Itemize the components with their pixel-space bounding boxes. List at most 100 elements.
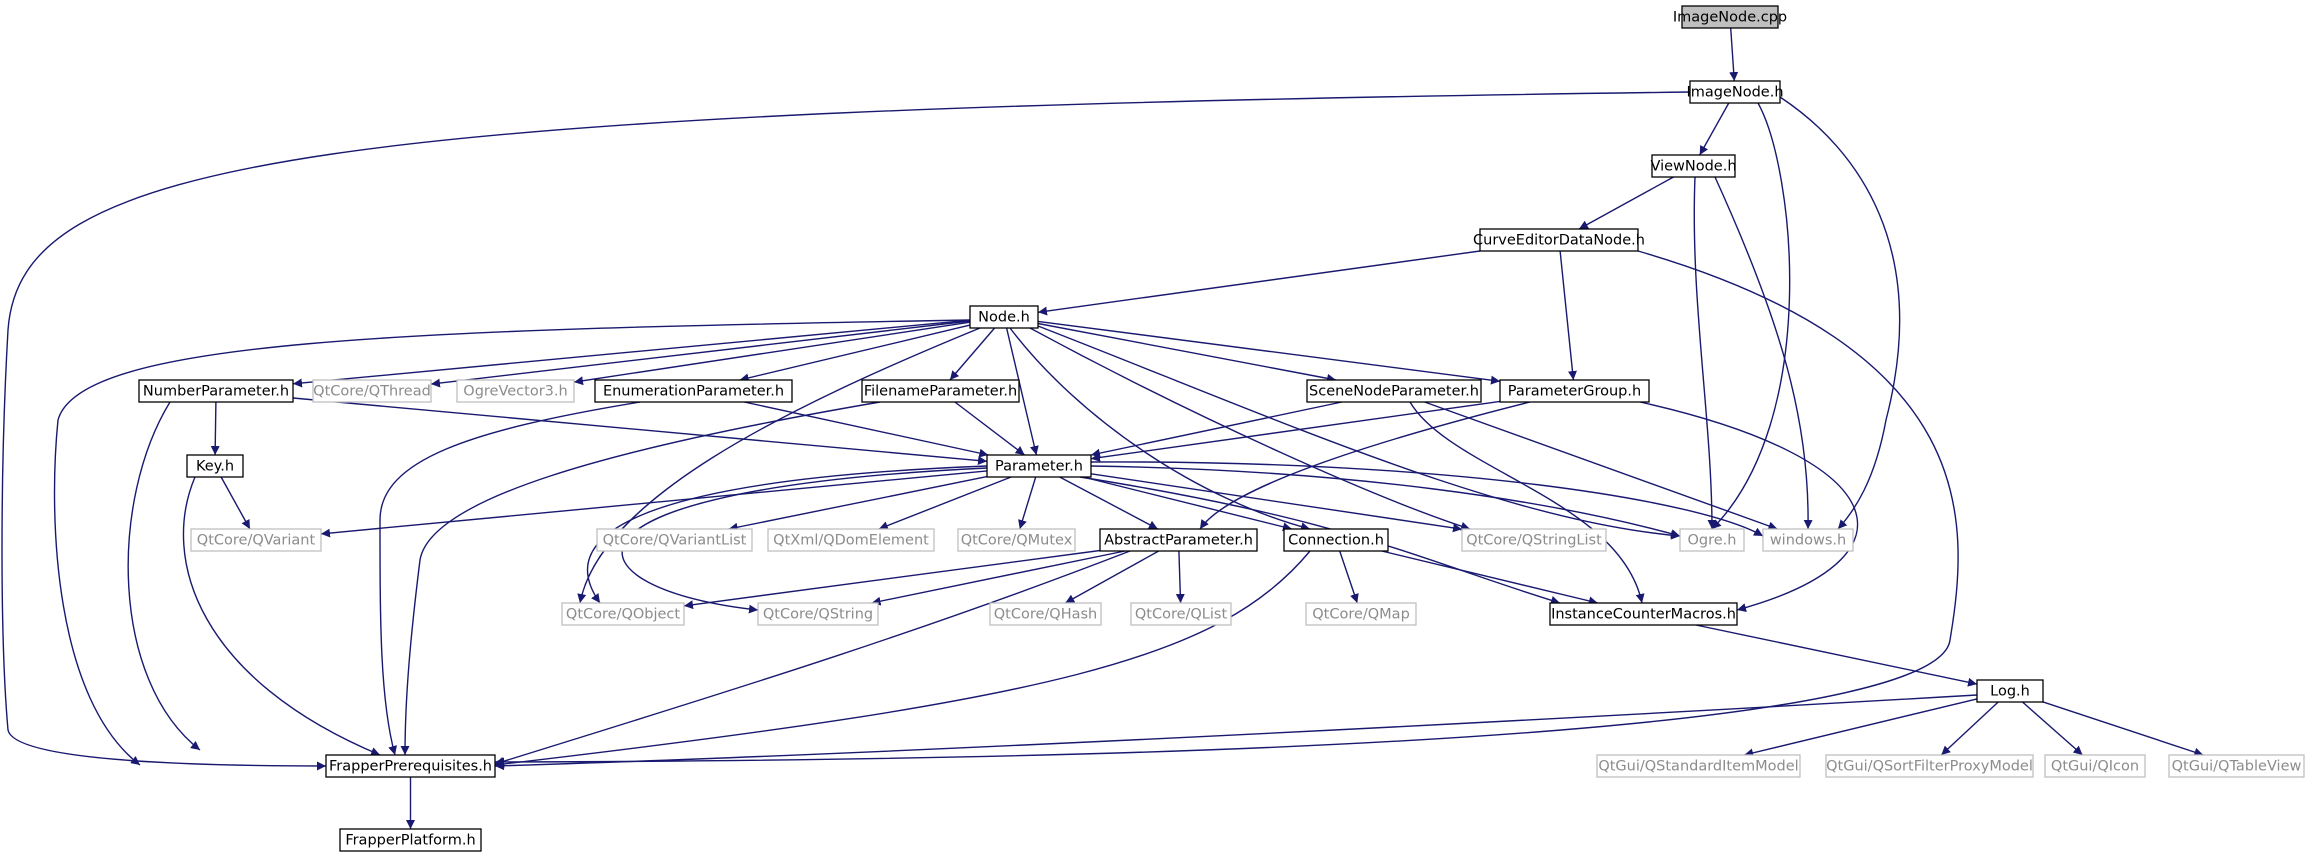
node-label: QtCore/QObject (566, 607, 680, 623)
node-qtgui-qsortfilterproxymodel[interactable]: QtGui/QSortFilterProxyModel (1825, 754, 2034, 778)
node-imagenode-h[interactable]: ImageNode.h (1686, 80, 1784, 104)
node-ogrevector3-h[interactable]: OgreVector3.h (456, 379, 575, 403)
edge-parameter-h-to-qtcore-qvariantlist (728, 475, 988, 532)
edge-numberparameter-h-to-parameter-h (292, 397, 988, 465)
edge-key-h-to-frapperprerequisites-h (182, 476, 381, 756)
node-label: QtCore/QHash (994, 607, 1098, 623)
edge-node-h-to-connection-h (1009, 327, 1311, 532)
edge-viewnode-h-to-windows-h (1714, 176, 1813, 530)
edge-node-h-to-frapperprerequisites-h (53, 319, 971, 766)
edges-layer (1, 27, 2204, 829)
node-label: ImageNode.cpp (1673, 10, 1787, 26)
edge-instancecountermacros-h-to-log-h (1695, 624, 1978, 687)
node-enumerationparameter-h[interactable]: EnumerationParameter.h (594, 379, 793, 403)
node-qtcore-qmutex[interactable]: QtCore/QMutex (957, 528, 1076, 552)
node-qtcore-qhash[interactable]: QtCore/QHash (989, 602, 1102, 626)
node-qtcore-qthread[interactable]: QtCore/QThread (312, 379, 432, 403)
node-label: NumberParameter.h (143, 384, 289, 400)
node-label: Log.h (1990, 684, 2030, 700)
node-label: ParameterGroup.h (1508, 384, 1641, 400)
node-log-h[interactable]: Log.h (1976, 679, 2044, 703)
node-label: Node.h (978, 310, 1030, 326)
edge-parameter-h-to-qtcore-qmutex (1018, 476, 1037, 530)
edge-parametergroup-h-to-instancecountermacros-h (1639, 401, 1859, 612)
edge-viewnode-h-to-curveeditordatanode-h (1578, 176, 1674, 230)
edge-abstractparameter-h-to-qtcore-qlist (1175, 550, 1185, 604)
node-scenenodeparameter-h[interactable]: SceneNodeParameter.h (1306, 379, 1482, 403)
edge-numberparameter-h-to-key-h (210, 401, 220, 456)
node-qtcore-qmap[interactable]: QtCore/QMap (1305, 602, 1417, 626)
node-frapperprerequisites-h[interactable]: FrapperPrerequisites.h (325, 754, 496, 778)
edge-parameter-h-to-abstractparameter-h (1059, 476, 1159, 530)
edge-scenenodeparameter-h-to-parameter-h (1090, 401, 1343, 458)
edge-node-h-to-qtcore-qobject (577, 327, 981, 604)
edge-log-h-to-qtgui-qtableview (2042, 701, 2204, 757)
node-label: EnumerationParameter.h (603, 384, 784, 400)
node-label: Connection.h (1288, 533, 1384, 549)
node-label: QtCore/QVariantList (603, 533, 747, 549)
node-label: CurveEditorDataNode.h (1473, 233, 1645, 249)
node-label: OgreVector3.h (463, 384, 567, 400)
node-label: QtCore/QList (1135, 607, 1228, 623)
edge-abstractparameter-h-to-qtcore-qstring (871, 550, 1126, 606)
node-label: QtXml/QDomElement (773, 533, 929, 549)
edge-node-h-to-qtcore-qstringlist (1029, 327, 1471, 531)
node-qtxml-qdomelement[interactable]: QtXml/QDomElement (767, 528, 935, 552)
node-qtgui-qtableview[interactable]: QtGui/QTableView (2168, 754, 2305, 778)
node-label: QtGui/QTableView (2172, 759, 2302, 775)
edge-parameter-h-to-qtcore-qvariant (320, 470, 988, 538)
edge-node-h-to-qtcore-qthread (430, 320, 971, 388)
edge-abstractparameter-h-to-frapperprerequisites-h (494, 550, 1131, 766)
edge-parametergroup-h-to-abstractparameter-h (1199, 401, 1531, 530)
node-label: Parameter.h (995, 459, 1083, 475)
node-parameter-h[interactable]: Parameter.h (986, 454, 1092, 478)
edge-enumerationparameter-h-to-frapperprerequisites-h (379, 401, 641, 756)
edge-abstractparameter-h-to-qtcore-qobject (683, 549, 1101, 610)
edge-curveeditordatanode-h-to-frapperprerequisites-h (494, 250, 1959, 767)
node-label: QtGui/QSortFilterProxyModel (1826, 759, 2033, 775)
node-frapperplatform-h[interactable]: FrapperPlatform.h (339, 828, 482, 852)
node-viewnode-h[interactable]: ViewNode.h (1650, 154, 1737, 178)
node-curveeditordatanode-h[interactable]: CurveEditorDataNode.h (1473, 228, 1645, 252)
node-label: QtCore/QMutex (961, 533, 1073, 549)
node-qtcore-qvariant[interactable]: QtCore/QVariant (190, 528, 322, 552)
node-connection-h[interactable]: Connection.h (1283, 528, 1389, 552)
node-label: SceneNodeParameter.h (1309, 384, 1479, 400)
edge-imagenode-h-to-viewnode-h (1699, 102, 1730, 156)
node-numberparameter-h[interactable]: NumberParameter.h (138, 379, 294, 403)
node-key-h[interactable]: Key.h (186, 454, 244, 478)
node-ogre-h[interactable]: Ogre.h (1679, 528, 1745, 552)
node-qtcore-qstring[interactable]: QtCore/QString (757, 602, 879, 626)
edge-filenameparameter-h-to-parameter-h (954, 401, 1026, 456)
node-label: QtCore/QVariant (197, 533, 316, 549)
node-instancecountermacros-h[interactable]: InstanceCounterMacros.h (1549, 602, 1738, 626)
node-qtgui-qicon[interactable]: QtGui/QIcon (2044, 754, 2146, 778)
edge-parameter-h-to-qtxml-qdomelement (878, 476, 1012, 530)
edge-node-h-to-ogre-h (1037, 325, 1681, 540)
node-qtcore-qvariantlist[interactable]: QtCore/QVariantList (596, 528, 753, 552)
node-node-h[interactable]: Node.h (969, 305, 1039, 329)
node-label: Key.h (196, 459, 234, 475)
node-label: FrapperPrerequisites.h (329, 759, 492, 775)
node-qtcore-qlist[interactable]: QtCore/QList (1130, 602, 1232, 626)
node-label: FrapperPlatform.h (345, 833, 475, 849)
edge-log-h-to-frapperprerequisites-h (494, 694, 1978, 771)
node-label: Ogre.h (1688, 533, 1737, 549)
node-imagenode-cpp[interactable]: ImageNode.cpp (1673, 5, 1787, 29)
node-qtcore-qstringlist[interactable]: QtCore/QStringList (1461, 528, 1607, 552)
edge-curveeditordatanode-h-to-parametergroup-h (1559, 250, 1577, 381)
node-parametergroup-h[interactable]: ParameterGroup.h (1499, 379, 1650, 403)
node-label: FilenameParameter.h (864, 384, 1017, 400)
node-label: QtGui/QIcon (2051, 759, 2139, 775)
node-label: ImageNode.h (1686, 85, 1783, 101)
node-windows-h[interactable]: windows.h (1762, 528, 1854, 552)
node-label: QtCore/QStringList (1466, 533, 1602, 549)
edge-node-h-to-scenenodeparameter-h (1037, 322, 1337, 383)
node-qtcore-qobject[interactable]: QtCore/QObject (561, 602, 685, 626)
edge-node-h-to-filenameparameter-h (949, 327, 996, 381)
edge-connection-h-to-instancecountermacros-h (1381, 550, 1598, 606)
node-filenameparameter-h[interactable]: FilenameParameter.h (861, 379, 1020, 403)
edge-node-h-to-parametergroup-h (1037, 320, 1501, 385)
node-abstractparameter-h[interactable]: AbstractParameter.h (1099, 528, 1258, 552)
node-qtgui-qstandarditemmodel[interactable]: QtGui/QStandardItemModel (1596, 754, 1801, 778)
